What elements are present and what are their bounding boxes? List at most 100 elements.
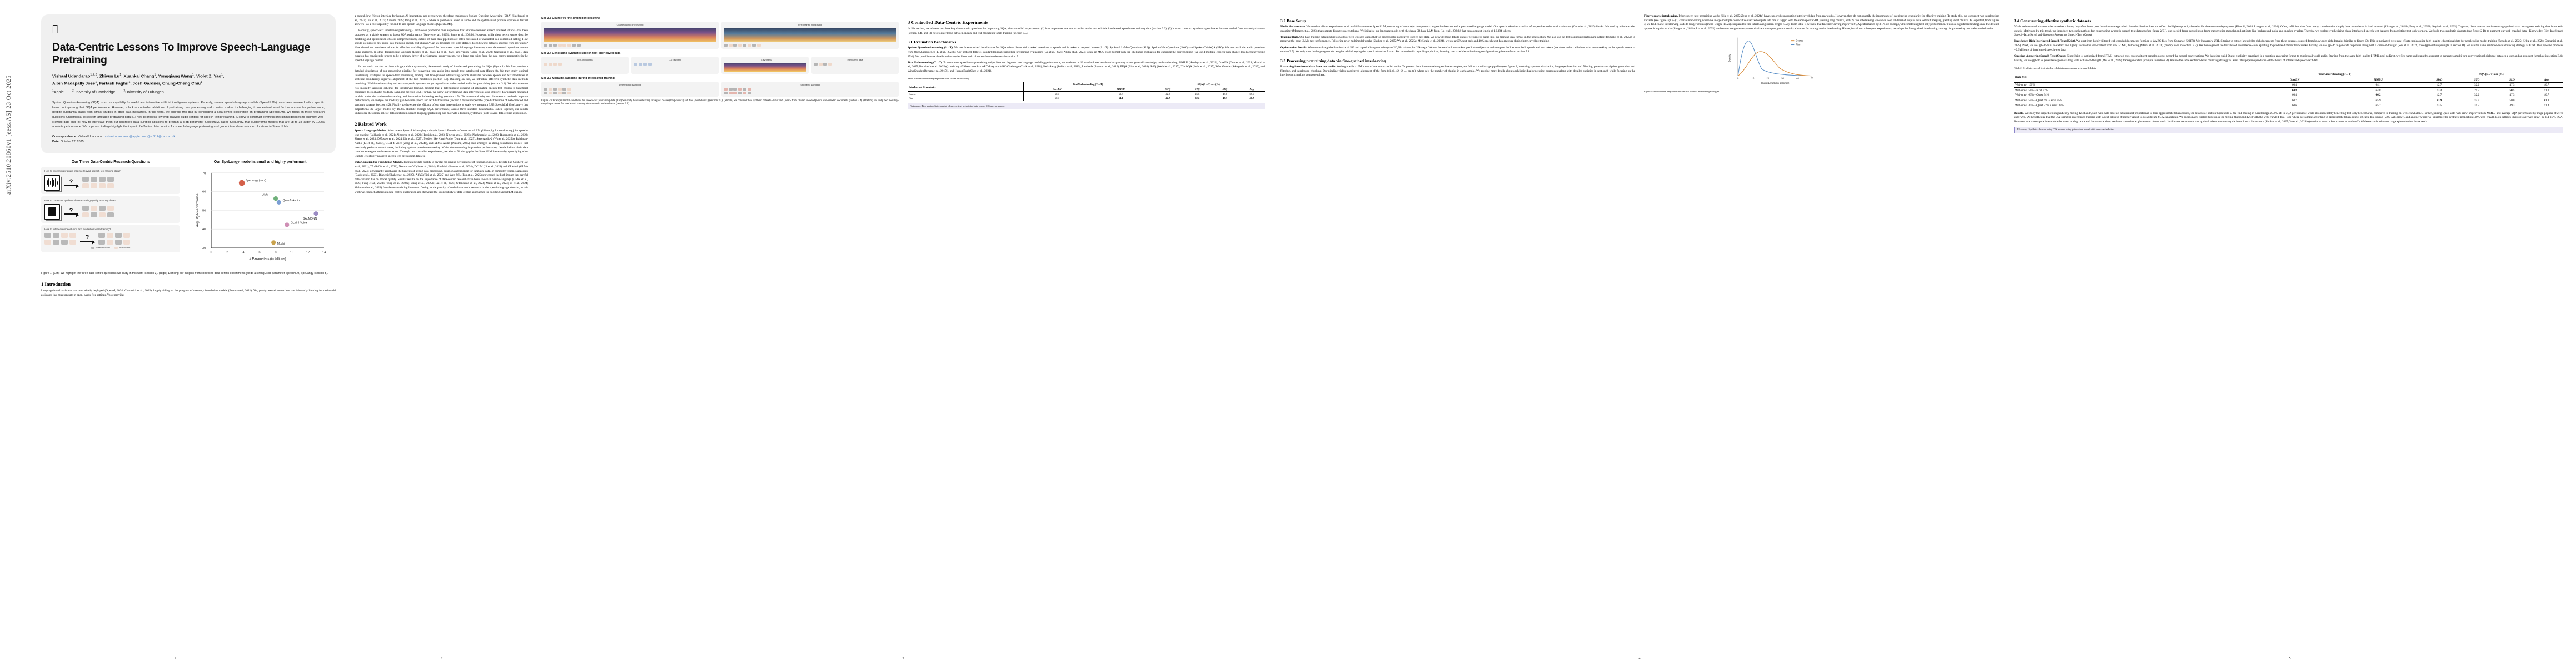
synth-label-1: Text-only corpus: [577, 58, 593, 61]
dc-text: Pretraining data quality is pivotal for …: [355, 161, 529, 194]
t2-col-datamix: Data Mix: [2014, 71, 2251, 83]
page-number-4: 4: [1638, 657, 1641, 660]
figure-2-panel-a: Sec 3.3 Course vs fine-grained interleav…: [541, 17, 899, 49]
t2-r5-c1: 65.7: [2338, 103, 2419, 108]
synth-label-4: Interleaved data: [847, 58, 863, 61]
synth-step-1: Text-only corpus: [541, 56, 629, 74]
t1-r1-c3: 26.6: [1183, 91, 1212, 96]
svg-text:50: 50: [202, 210, 206, 213]
t1-r2-c4: 47.3: [1211, 96, 1239, 101]
table-row: Web-crawl 66% + Quest 34% 60.4 66.2 42.7…: [2014, 93, 2563, 98]
research-question-2: How to construct synthetic datasets usin…: [41, 196, 180, 223]
deterministic-box: Deterministic sampling: [541, 81, 719, 97]
page-2-paragraph-3: In our work, we aim to close this gap wi…: [355, 65, 528, 116]
t1-col-slq: SLQ: [1211, 86, 1239, 92]
section-2-heading: 2 Related Work: [355, 121, 387, 127]
fine-coarse-text: Prior speech-text pretraining works (Liu…: [1644, 14, 1999, 31]
t2-r1-c3: 32.2: [2459, 82, 2495, 88]
quest-head: Question-Answering Speech-Text (Quest).: [2014, 54, 2066, 58]
svg-text:GLM-4-Voice: GLM-4-Voice: [291, 222, 307, 225]
audio-waveform-icon: [44, 175, 60, 191]
correspondence-name: Vishaal Udandarao:: [78, 135, 104, 138]
t2-r2-c3: 29.2: [2459, 87, 2495, 93]
svg-text:20: 20: [1766, 77, 1769, 79]
research-question-1-label: How to process raw audio into interleave…: [44, 170, 177, 173]
figure-1-right-title: Our SpeLangy model is small and highly p…: [185, 160, 336, 164]
t2-r1-c2: 42.7: [2418, 82, 2459, 88]
token-grid-3b: [98, 232, 130, 245]
svg-text:60: 60: [202, 191, 206, 194]
krist-text: We start from highly-filtered web-crawle…: [2014, 39, 2564, 52]
model-arch-paragraph: Model Architecture. We conduct all our e…: [1280, 25, 1635, 33]
date-value: October 27, 2025: [61, 140, 84, 143]
section-3-intro: In this section, we address our three ke…: [908, 27, 1265, 35]
chart-ylabel: Density: [1728, 53, 1731, 62]
figure-1: Our Three Data-Centric Research Question…: [41, 160, 336, 268]
date-label: Date:: [52, 140, 59, 143]
table-row: Web-crawl 59% + Quest 6% + Krist 35% 60.…: [2014, 97, 2563, 103]
results-head: Results.: [2014, 111, 2024, 115]
correspondence-label: Correspondence:: [52, 135, 77, 138]
question-mark-icon: ?: [69, 207, 73, 213]
svg-text:14: 14: [322, 251, 326, 255]
correspondence-email[interactable]: vishaal.udandarao@apple.com: [105, 135, 146, 138]
dc-head: Data Curation for Foundation Models.: [355, 161, 403, 165]
extract-text: We begin with >10M hours of raw web-craw…: [1280, 64, 1635, 77]
t2-r5-c5: 41.4: [2529, 103, 2563, 108]
token-grid-3a: [44, 232, 76, 245]
t2-col-coreen: CoreEN: [2250, 77, 2338, 83]
t2-r5-label: Web-crawl 40% + Quest 27% + Krist 33%: [2014, 103, 2251, 108]
t2-r1-label: Web-crawl 100%: [2014, 82, 2251, 88]
t1-r2-c0: 60.4: [1023, 96, 1090, 101]
t2-r1-c4: 47.3: [2494, 82, 2530, 88]
t1-r1-c4: 43.6: [1211, 91, 1239, 96]
t1-r2-c1: 64.1: [1090, 96, 1152, 101]
t1-r2-c5: 40.7: [1238, 96, 1265, 101]
quest-text: Since Krist is synthesized from HTML-ext…: [2014, 54, 2563, 62]
t2-r3-c5: 40.7: [2544, 93, 2549, 97]
table-2-caption: Table 2: Synthetic speech-text interleav…: [2014, 67, 2097, 70]
svg-text:8: 8: [275, 251, 276, 255]
sqa-head: Spoken Question-Answering (S→T).: [908, 46, 954, 50]
legend-text: Text tokens: [114, 246, 130, 249]
abstract-text: Spoken Question-Answering (SQA) is a cor…: [52, 92, 325, 128]
question-arrow-1: ?: [63, 178, 79, 189]
t2-r4-c5: 42.1: [2529, 97, 2563, 103]
page-number-5: 5: [2289, 657, 2291, 660]
sqa-text: We use three standard benchmarks for SQA…: [908, 46, 1265, 58]
correspondence-email-alt[interactable]: @vu214@cam.ac.uk: [147, 135, 175, 138]
page-3-column-right: 3 Controlled Data-Centric Experiments In…: [908, 14, 1265, 109]
page-number-3: 3: [902, 657, 904, 660]
author-list: Vishaal Udandarao1,2,3, Zhiyun Lu1, Xuan…: [52, 73, 325, 87]
section-3-4-heading: 3.4 Constructing effective synthetic dat…: [2014, 18, 2091, 23]
t1-group-sqa: SQA (S→T) acc (%): [1152, 82, 1265, 87]
tu-paragraph: Text Understanding (T→T). To ensure our …: [908, 61, 1265, 74]
svg-text:40: 40: [1796, 77, 1799, 79]
section-2-body: Speech Language Models. Most recent Spee…: [355, 129, 528, 195]
t2-r5-c4: 49.3: [2494, 103, 2530, 108]
t2-r4-c4: 50.0: [2494, 97, 2530, 103]
question-arrow-2: ?: [63, 207, 79, 218]
t1-r2-c3: 32.2: [1183, 96, 1212, 101]
speech-language-models-paragraph: Speech Language Models. Most recent Spee…: [355, 129, 528, 159]
svg-text:DiVA: DiVA: [262, 193, 268, 197]
t2-r3-c0: 60.4: [2250, 93, 2338, 98]
research-question-3-label: How to interleave speech and text modali…: [44, 228, 177, 231]
svg-text:4: 4: [242, 251, 245, 255]
svg-text:Moshi: Moshi: [277, 243, 285, 246]
t2-col-stq: STQ: [2459, 77, 2495, 83]
research-question-1: How to process raw audio into interleave…: [41, 167, 180, 194]
t2-col-mmlu: MMLU: [2338, 77, 2419, 83]
table-row: Coarse 60.4 63.9 42.5 26.6 43.6 37.6: [908, 91, 1265, 96]
performance-scatter-chart: 30 40 50 60 70 0 2 4 6 8 10 12 1: [185, 167, 336, 268]
takeaway-2: Takeaway: Synthetic datasets using TTS m…: [2014, 126, 2563, 133]
tu-head: Text Understanding (T→T).: [908, 61, 943, 64]
figure-3-block: 0 10 20 30 40 50 Chunk Length (in second…: [1644, 35, 1899, 93]
page-4-column-right: Fine vs coarse interleaving. Prior speec…: [1644, 14, 1999, 93]
figure-2-panel-c: Sec 3.5 Modality-sampling during interle…: [541, 77, 899, 97]
svg-text:6: 6: [258, 251, 260, 255]
figure-1-caption: Figure 1: (Left) We highlight the three …: [41, 272, 336, 276]
svg-text:12: 12: [306, 251, 310, 255]
t2-col-swq: SWQ: [2418, 77, 2459, 83]
affiliation-3: 3University of Tübingen: [123, 89, 163, 94]
